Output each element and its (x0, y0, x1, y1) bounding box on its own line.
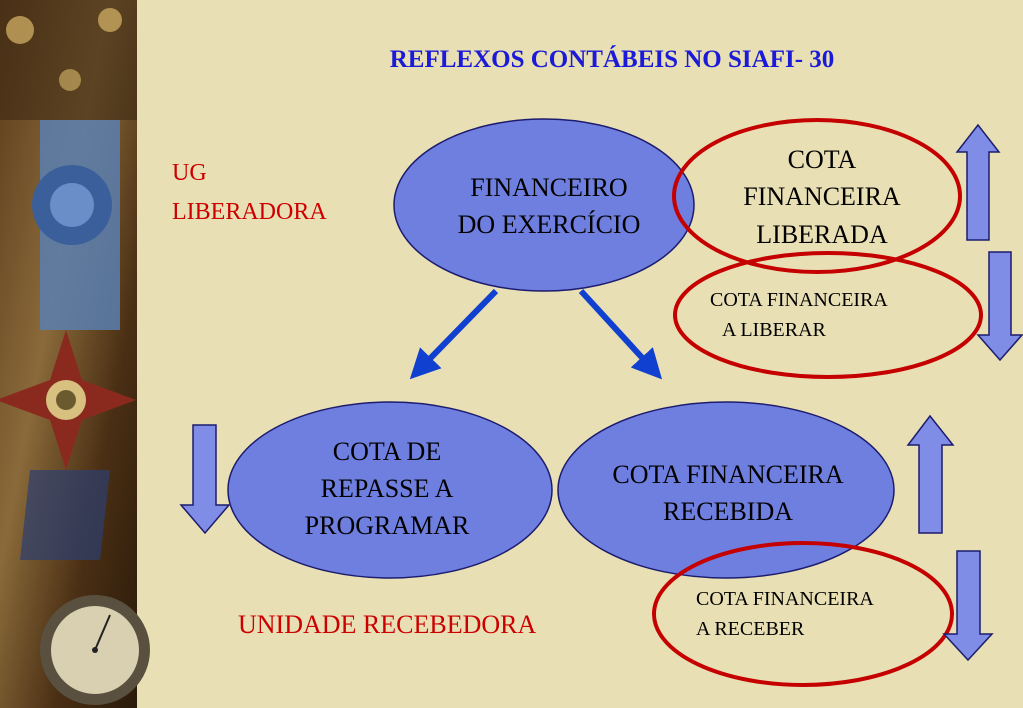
down-arrow-icon (179, 424, 231, 535)
svg-text:COTA FINANCEIRA: COTA FINANCEIRA (710, 289, 888, 311)
down-arrow-icon (942, 550, 994, 662)
flow-arrow-right (578, 288, 663, 380)
up-arrow-icon (906, 414, 955, 534)
cota-repasse-node (227, 401, 553, 579)
cota-receber-text: COTA FINANCEIRA A RECEBER (696, 588, 874, 640)
svg-text:RECEBIDA: RECEBIDA (663, 497, 793, 526)
up-arrow-icon (955, 123, 1001, 241)
cota-recebida-text: COTA FINANCEIRA RECEBIDA (612, 460, 843, 526)
svg-text:DO EXERCÍCIO: DO EXERCÍCIO (458, 210, 641, 239)
cota-liberar-ring (673, 251, 983, 379)
svg-text:COTA FINANCEIRA: COTA FINANCEIRA (696, 588, 874, 610)
svg-text:FINANCEIRA: FINANCEIRA (743, 182, 901, 211)
cota-repasse-text: COTA DE REPASSE A PROGRAMAR (305, 437, 470, 540)
cota-recebida-node (557, 401, 895, 579)
flow-arrow-left (409, 288, 499, 380)
financeiro-node (393, 118, 695, 292)
svg-text:COTA DE: COTA DE (333, 437, 441, 466)
svg-text:COTA FINANCEIRA: COTA FINANCEIRA (612, 460, 843, 489)
page-title: REFLEXOS CONTÁBEIS NO SIAFI- 30 (390, 45, 835, 73)
medal-compass-decor-icon (0, 0, 150, 708)
liberadora-label: LIBERADORA (172, 199, 327, 225)
svg-text:COTA: COTA (788, 145, 857, 174)
svg-text:REPASSE A: REPASSE A (321, 474, 454, 503)
cota-receber-ring (652, 541, 954, 687)
svg-text:LIBERADA: LIBERADA (756, 220, 888, 249)
unidade-recebedora-label: UNIDADE RECEBEDORA (238, 610, 536, 639)
svg-text:FINANCEIRO: FINANCEIRO (470, 173, 627, 202)
cota-liberada-text: COTA FINANCEIRA LIBERADA (743, 145, 901, 249)
svg-text:A LIBERAR: A LIBERAR (722, 319, 827, 341)
ug-label: UG (172, 160, 207, 186)
down-arrow-icon (976, 251, 1023, 362)
cota-liberar-text: COTA FINANCEIRA A LIBERAR (710, 289, 888, 341)
cota-liberada-ring (672, 118, 962, 274)
financeiro-text: FINANCEIRO DO EXERCÍCIO (458, 173, 641, 239)
svg-text:PROGRAMAR: PROGRAMAR (305, 511, 470, 540)
svg-text:A RECEBER: A RECEBER (696, 618, 805, 640)
